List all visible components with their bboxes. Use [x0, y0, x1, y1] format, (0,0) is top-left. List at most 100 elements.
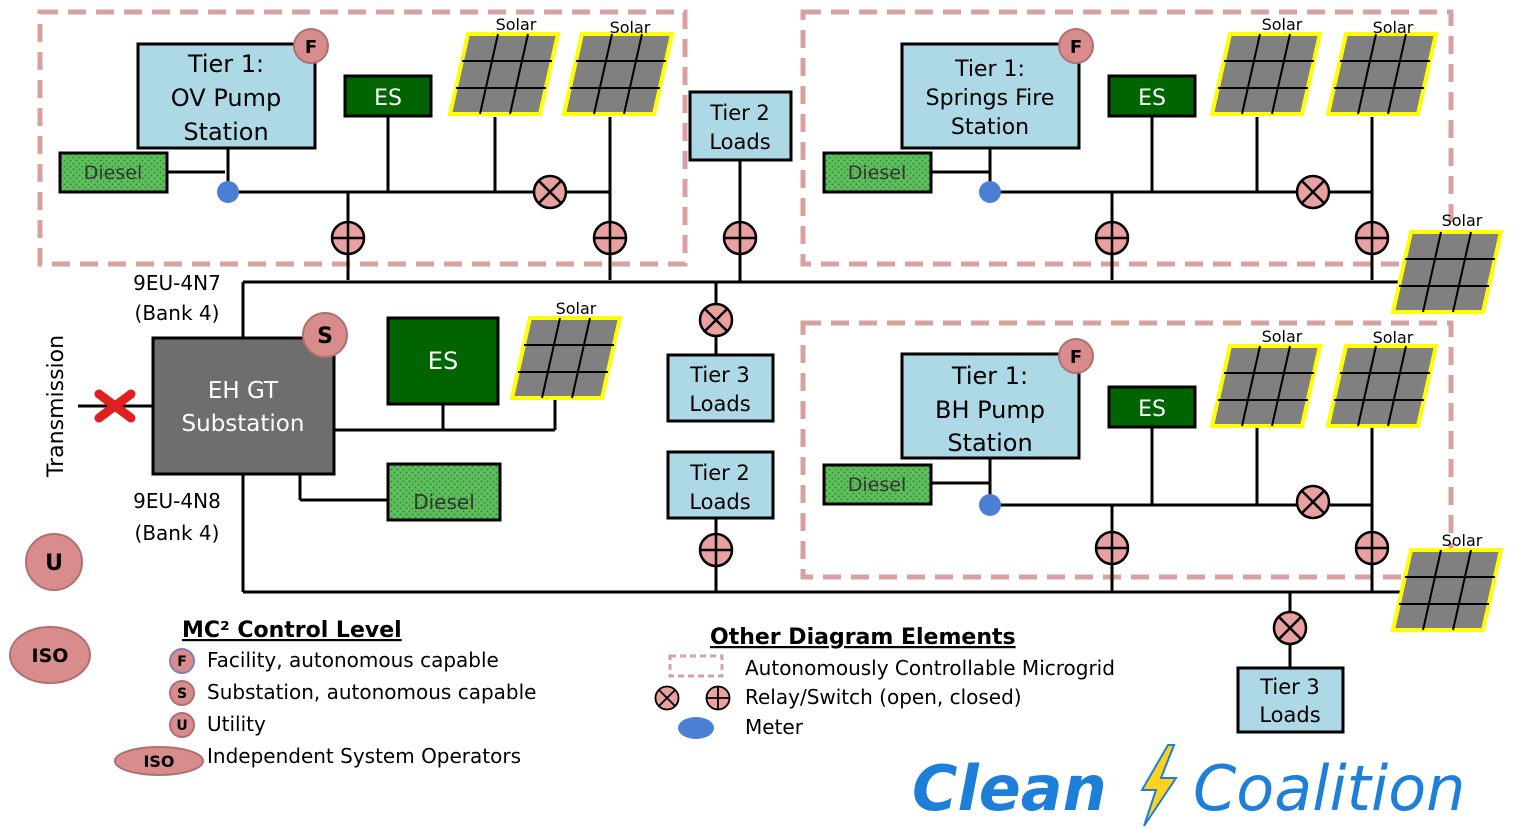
tier2-top-line1: Tier 2	[709, 101, 770, 125]
legend-substation-badge-text: S	[177, 686, 187, 702]
solar-panel-springs-1	[1210, 32, 1322, 116]
solar-ov-1-label: Solar	[496, 15, 537, 34]
legend-facility-badge-text: F	[177, 654, 187, 670]
es-box-springs	[1107, 74, 1197, 118]
facility-badge-springs	[1058, 28, 1094, 64]
solar-panel-feeder-2	[1391, 548, 1503, 632]
legend-meter-icon	[678, 717, 714, 739]
facility-ov-line3: Station	[183, 118, 268, 146]
facility-badge-springs-text: F	[1070, 37, 1082, 58]
es-ov-label: ES	[374, 86, 402, 111]
utility-badge-text: U	[45, 551, 63, 576]
legend-utility-badge-text: U	[176, 718, 187, 734]
diesel-ov-label: Diesel	[84, 162, 142, 184]
solar-panel-ov-2	[562, 32, 674, 116]
iso-badge	[9, 626, 91, 684]
facility-badge-bh-text: F	[1070, 347, 1082, 368]
meter-bh	[979, 494, 1001, 516]
tier2-bot-line2: Loads	[689, 490, 750, 514]
microgrid-boundary-ov	[37, 9, 688, 267]
legend-facility-text: Facility, autonomous capable	[207, 648, 499, 672]
es-bh-label: ES	[1138, 397, 1166, 422]
legend-iso-text: Independent System Operators	[207, 744, 521, 768]
legend-meter-text: Meter	[745, 715, 804, 739]
diesel-box-springs	[822, 151, 933, 194]
solar-springs-1-label: Solar	[1262, 15, 1303, 34]
solar-panel-ov-1	[448, 32, 560, 116]
solar-substation-label: Solar	[556, 299, 597, 318]
diesel-box-substation	[386, 462, 502, 522]
facility-springs-line1: Tier 1:	[954, 57, 1025, 82]
diesel-box-bh	[822, 463, 933, 506]
facility-badge-ov-text: F	[305, 37, 317, 58]
facility-box-ov	[136, 42, 317, 150]
solar-panel-substation	[510, 316, 622, 400]
lightning-bolt-icon	[1140, 744, 1178, 827]
facility-bh-line2: BH Pump	[935, 396, 1045, 424]
es-springs-label: ES	[1138, 86, 1166, 111]
tier3-mid-line2: Loads	[689, 392, 750, 416]
relay-closed-tier2-bottom	[698, 532, 734, 568]
relay-closed-ov-1	[330, 220, 366, 256]
relay-closed-bh-2	[1354, 530, 1390, 566]
legend-substation-text: Substation, autonomous capable	[207, 680, 536, 704]
relay-closed-springs-1	[1094, 220, 1130, 256]
substation-line2: Substation	[182, 411, 305, 437]
legend-utility-badge	[169, 712, 195, 738]
legend-relay-open-icon	[654, 685, 680, 711]
substation-badge	[302, 312, 348, 358]
substation-line1: EH GT	[208, 378, 279, 404]
tier2-loads-top	[688, 90, 793, 162]
tier3-loads-right	[1236, 666, 1345, 734]
disconnected-x-icon	[94, 389, 136, 423]
relay-open-springs	[1295, 174, 1331, 210]
solar-panel-bh-1	[1210, 344, 1322, 428]
feeder-top-line1: 9EU-4N7	[133, 271, 221, 295]
relay-closed-ov-2	[592, 220, 628, 256]
relay-closed-tier2-top	[722, 220, 758, 256]
solar-springs-2-label: Solar	[1373, 18, 1414, 37]
facility-box-springs	[900, 42, 1081, 150]
legend-utility-text: Utility	[207, 712, 266, 736]
facility-badge-ov	[293, 28, 329, 64]
feeder-bottom-line2: (Bank 4)	[135, 521, 220, 545]
relay-open-ov	[532, 174, 568, 210]
facility-box-bh	[900, 352, 1081, 460]
diesel-box-ov	[58, 151, 169, 194]
logo-clean: Clean	[912, 752, 1107, 825]
solar-panel-springs-2	[1326, 32, 1438, 116]
iso-badge-text: ISO	[32, 645, 69, 667]
legend-elements-title: Other Diagram Elements	[710, 625, 1016, 650]
microgrid-boundary-bh	[800, 320, 1454, 580]
es-box-ov	[343, 74, 433, 118]
feeder-top-line2: (Bank 4)	[135, 301, 220, 325]
solar-ov-2-label: Solar	[610, 18, 651, 37]
tier2-loads-bottom	[666, 450, 775, 520]
es-substation-label: ES	[428, 347, 458, 375]
facility-ov-line2: OV Pump	[171, 84, 281, 112]
tier3-right-line1: Tier 3	[1259, 675, 1320, 699]
meter-ov	[217, 181, 239, 203]
solar-bh-2-label: Solar	[1373, 328, 1414, 347]
tier3-mid-line1: Tier 3	[689, 363, 750, 387]
diesel-bh-label: Diesel	[848, 474, 906, 496]
facility-ov-line1: Tier 1:	[187, 50, 264, 78]
solar-feeder-1-label: Solar	[1442, 211, 1483, 230]
tier3-right-line2: Loads	[1259, 703, 1320, 727]
relay-open-bh	[1295, 484, 1331, 520]
relay-closed-bh-1	[1094, 530, 1130, 566]
solar-bh-1-label: Solar	[1262, 327, 1303, 346]
relay-open-tier3-mid	[698, 302, 734, 338]
solar-panel-feeder-1	[1391, 230, 1503, 314]
facility-bh-line1: Tier 1:	[951, 362, 1028, 390]
facility-bh-line3: Station	[947, 429, 1032, 457]
legend-control-title: MC² Control Level	[182, 618, 402, 643]
utility-badge	[25, 533, 83, 591]
legend-facility-badge	[169, 648, 195, 674]
tier2-top-line2: Loads	[709, 130, 770, 154]
diesel-springs-label: Diesel	[848, 162, 906, 184]
tier3-loads-mid	[666, 353, 775, 423]
solar-feeder-2-label: Solar	[1442, 531, 1483, 550]
legend-iso-badge	[114, 746, 204, 776]
